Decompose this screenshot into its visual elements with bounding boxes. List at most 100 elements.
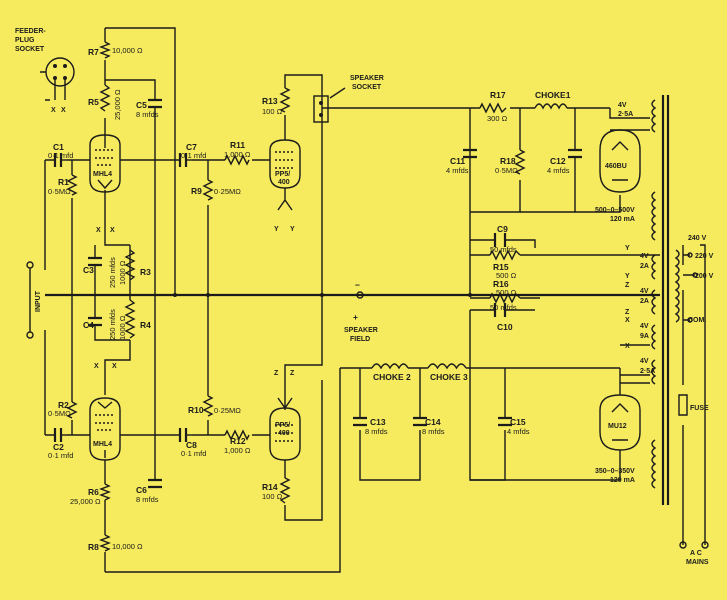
label-c14: C14 (425, 417, 441, 427)
speaker-socket-label-1: SPEAKER (350, 75, 384, 82)
speaker-field-plus: + (353, 312, 358, 322)
tube-v1-label: MHL4 (93, 171, 112, 178)
value-c14: 8 mfds (422, 427, 445, 436)
heater-winding-5 (651, 324, 657, 350)
label-r15: R15 (493, 262, 509, 272)
feeder-x-1: X (51, 107, 56, 114)
label-c9: C9 (497, 224, 508, 234)
value-c13: 8 mfds (365, 427, 388, 436)
label-r16: R16 (493, 279, 509, 289)
capacitor-c14 (413, 416, 427, 427)
resistor-r5 (99, 84, 111, 112)
value-c8: 0·1 mfd (181, 449, 206, 458)
value-c4: 250 mfds (108, 309, 117, 340)
v3-y-1: Y (274, 226, 279, 233)
speaker-field-label-1: SPEAKER (344, 327, 378, 334)
resistors (66, 41, 526, 552)
hv-winding-2 (651, 439, 657, 489)
value-c3: 250 mfds (108, 257, 117, 288)
heater-winding-3 (651, 254, 657, 280)
resistor-r1 (66, 174, 78, 196)
label-c7: C7 (186, 142, 197, 152)
value-c12: 4 mfds (547, 166, 570, 175)
winding-4-voltage: 4V (640, 288, 649, 295)
resistor-r10 (202, 395, 214, 417)
tube-v6-label: MU12 (608, 423, 627, 430)
v4-z-2: Z (290, 370, 295, 377)
primary-winding (674, 249, 680, 323)
label-r3: R3 (140, 267, 151, 277)
label-c15: C15 (510, 417, 526, 427)
tube-v5-label: 460BU (605, 163, 627, 170)
label-c2: C2 (53, 442, 64, 452)
value-c7: 0·1 mfd (181, 151, 206, 160)
resistor-r9 (202, 179, 214, 201)
capacitor-c5 (148, 98, 162, 109)
v2-x-2: X (112, 363, 117, 370)
value-r6: 25,000 Ω (70, 497, 101, 506)
resistor-r15 (489, 249, 521, 261)
resistor-r8 (99, 534, 111, 552)
heater-winding-4 (651, 289, 657, 315)
tx-x-2: X (625, 343, 630, 350)
v3-y-2: Y (290, 226, 295, 233)
resistor-r17 (479, 102, 507, 114)
value-r16: 500 Ω (496, 288, 517, 297)
label-r10: R10 (188, 405, 204, 415)
input-label: INPUT (35, 290, 42, 312)
winding-4-current: 2A (640, 298, 649, 305)
tap-240: 240 V (688, 235, 707, 242)
label-r14: R14 (262, 482, 278, 492)
resistor-r4 (124, 299, 136, 339)
value-r4: 1000 Ω (118, 315, 127, 340)
label-r4: R4 (140, 320, 151, 330)
label-c13: C13 (370, 417, 386, 427)
hv-1-current: 120 mA (610, 216, 635, 223)
speaker-field-label-2: FIELD (350, 336, 370, 343)
value-r5: 25,000 Ω (113, 89, 122, 120)
capacitor-c3 (88, 256, 102, 267)
winding-5-voltage: 4V (640, 323, 649, 330)
speaker-field-minus: − (355, 280, 360, 290)
capacitor-c13 (353, 416, 367, 427)
speaker-socket-label-2: SOCKET (352, 84, 382, 91)
label-c8: C8 (186, 440, 197, 450)
feeder-plug-socket (45, 57, 75, 87)
label-r12: R12 (230, 436, 246, 446)
tube-v2-label: MHL4 (93, 441, 112, 448)
tube-v3-label-2: 400 (278, 179, 290, 186)
fuse-label: FUSE (690, 405, 709, 412)
value-r7: 10,000 Ω (112, 46, 143, 55)
tube-v2 (89, 397, 121, 461)
value-r15: 500 Ω (496, 271, 517, 280)
label-c3: C3 (83, 265, 94, 275)
value-r14: 100 Ω (262, 492, 283, 501)
tube-v6 (599, 394, 641, 451)
connectors (26, 57, 709, 549)
resistor-r12 (224, 429, 250, 441)
wiring (45, 27, 706, 573)
capacitor-c11 (463, 148, 477, 159)
winding-3-voltage: 4V (640, 253, 649, 260)
input-terminal-top (26, 261, 34, 269)
label-r7: R7 (88, 47, 99, 57)
label-c12: C12 (550, 156, 566, 166)
label-r5: R5 (88, 97, 99, 107)
resistor-r3 (124, 249, 136, 281)
winding-5-current: 9A (640, 333, 649, 340)
label-c6: C6 (136, 485, 147, 495)
choke-2-coil (371, 363, 409, 370)
resistor-r6 (99, 483, 111, 501)
tx-z-1: Z (625, 282, 630, 289)
label-r17: R17 (490, 90, 506, 100)
hv-2-voltage: 350–0–350V (595, 468, 635, 475)
value-r11: 1,000 Ω (224, 150, 251, 159)
secondary-winding-1 (651, 99, 657, 133)
feeder-x-2: X (61, 107, 66, 114)
value-c5: 8 mfds (136, 110, 159, 119)
label-r2: R2 (58, 400, 69, 410)
value-c15: 4 mfds (507, 427, 530, 436)
label-c5: C5 (136, 100, 147, 110)
label-r9: R9 (191, 186, 202, 196)
